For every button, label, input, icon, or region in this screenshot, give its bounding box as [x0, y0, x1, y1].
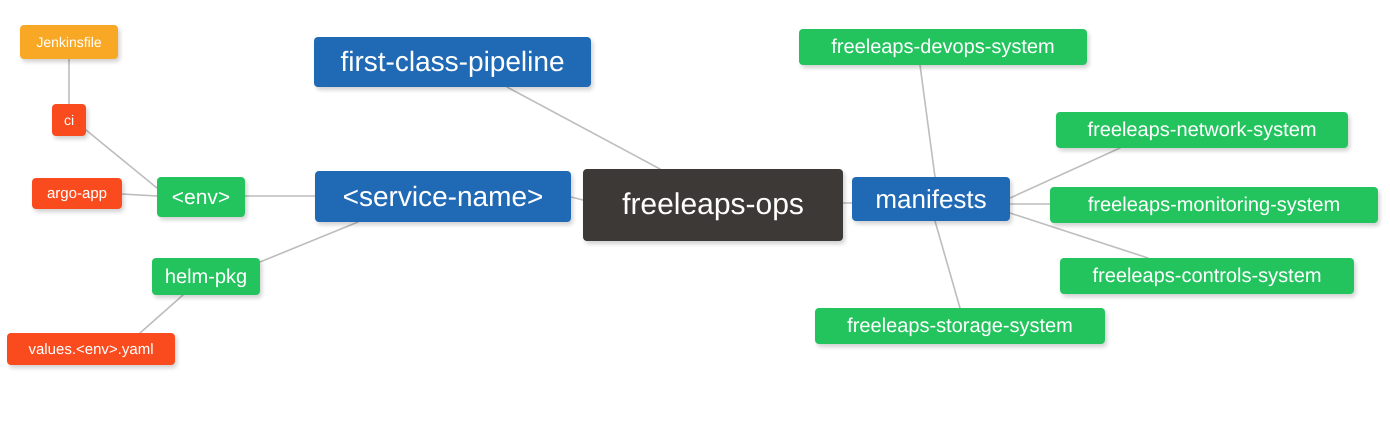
node-freeleaps-monitoring-system[interactable]: freeleaps-monitoring-system — [1050, 187, 1378, 223]
node-freeleaps-devops-system[interactable]: freeleaps-devops-system — [799, 29, 1087, 65]
node-env[interactable]: <env> — [157, 177, 245, 217]
node-manifests[interactable]: manifests — [852, 177, 1010, 221]
node-service-name[interactable]: <service-name> — [315, 171, 571, 222]
edge-helm-pkg-to-values-yaml — [139, 294, 184, 334]
node-argo-app[interactable]: argo-app — [32, 178, 122, 209]
edge-first-class-pipeline-to-freeleaps-ops — [506, 86, 661, 170]
edge-manifests-to-freeleaps-storage-system — [934, 220, 961, 309]
node-freeleaps-controls-system[interactable]: freeleaps-controls-system — [1060, 258, 1354, 294]
node-freeleaps-network-system[interactable]: freeleaps-network-system — [1056, 112, 1348, 148]
node-values-yaml[interactable]: values.<env>.yaml — [7, 333, 175, 365]
node-helm-pkg[interactable]: helm-pkg — [152, 258, 260, 295]
node-ci[interactable]: ci — [52, 104, 86, 136]
edge-service-name-to-helm-pkg — [259, 221, 359, 263]
node-first-class-pipeline[interactable]: first-class-pipeline — [314, 37, 591, 87]
edge-manifests-to-freeleaps-devops-system — [919, 64, 936, 178]
node-freeleaps-ops[interactable]: freeleaps-ops — [583, 169, 843, 241]
edge-service-name-to-freeleaps-ops — [570, 196, 584, 201]
node-freeleaps-storage-system[interactable]: freeleaps-storage-system — [815, 308, 1105, 344]
edge-argo-app-to-env — [121, 193, 158, 197]
node-jenkinsfile[interactable]: Jenkinsfile — [20, 25, 118, 59]
